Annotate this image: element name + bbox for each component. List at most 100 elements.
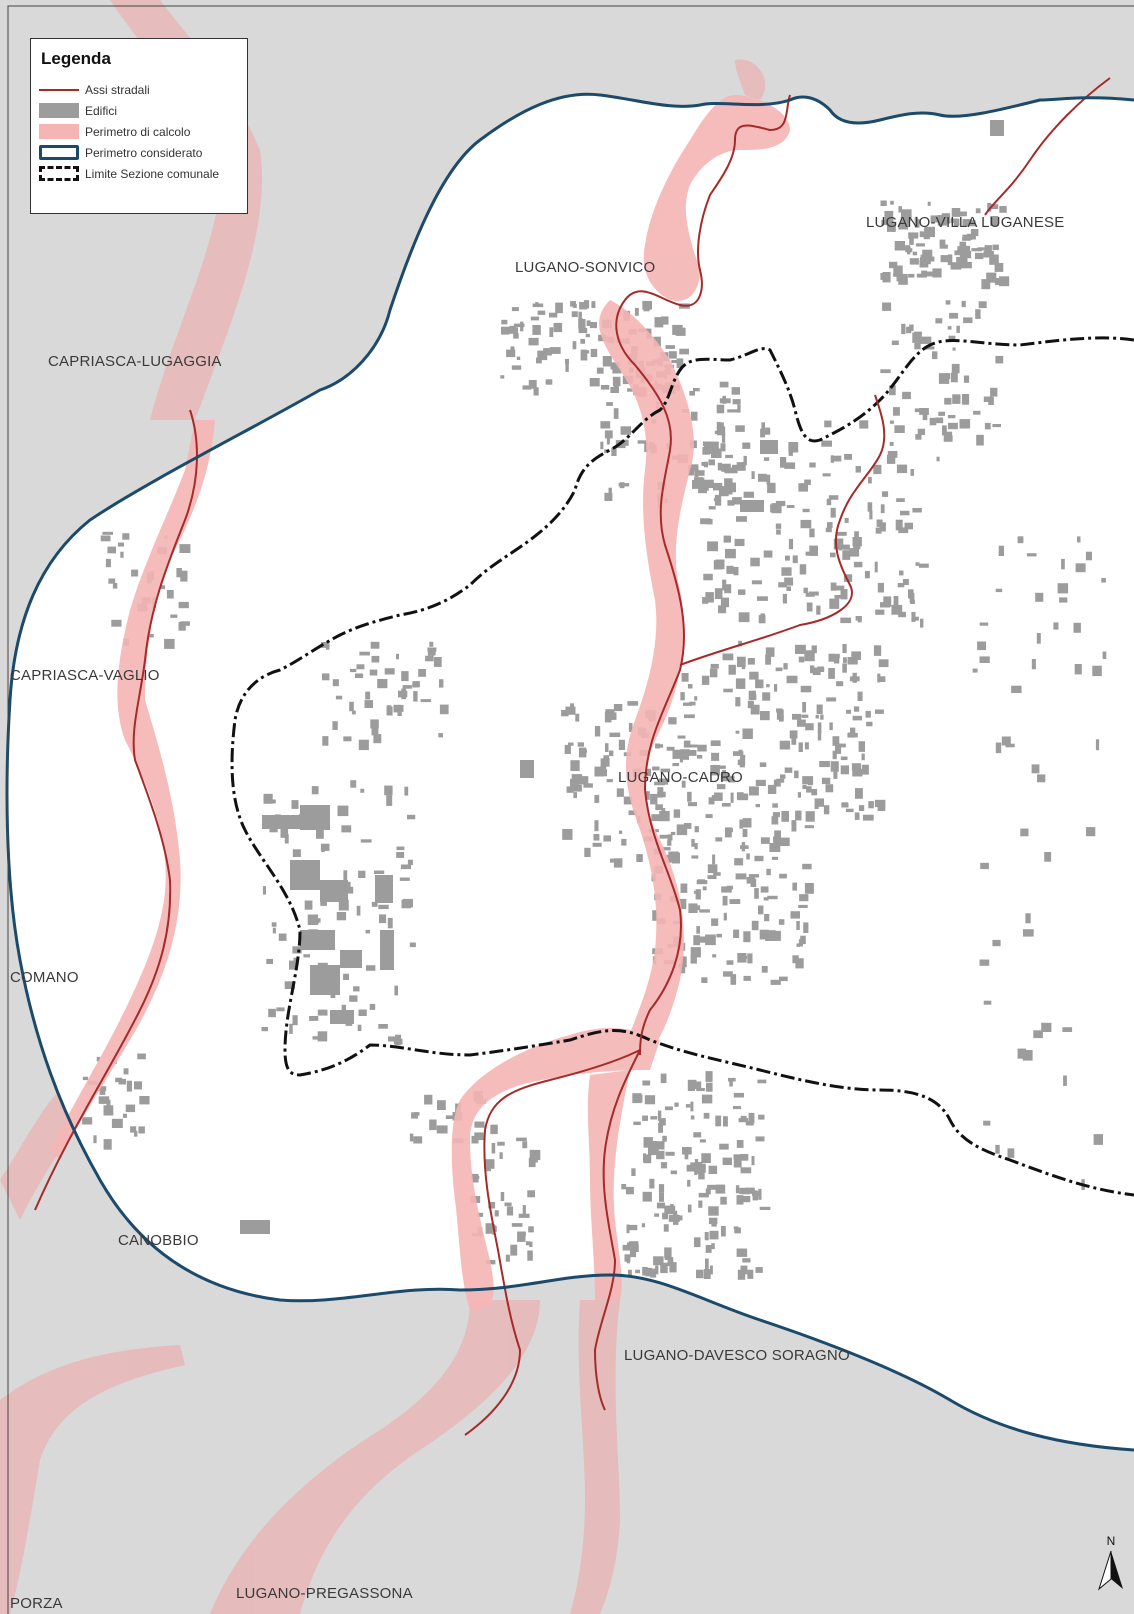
building-footprint (919, 257, 929, 262)
building-footprint (527, 1190, 535, 1198)
building-footprint (770, 979, 781, 985)
building-footprint (533, 387, 539, 396)
building-footprint (365, 691, 371, 700)
building-footprint (747, 953, 753, 964)
building-footprint (805, 551, 816, 556)
building-footprint (880, 504, 885, 514)
building-footprint (722, 653, 734, 661)
building-footprint (409, 1133, 414, 1142)
building-footprint (491, 1143, 496, 1154)
building-footprint (603, 758, 610, 767)
building-footprint (628, 1241, 639, 1249)
building-footprint (897, 583, 905, 588)
building-footprint (711, 918, 719, 926)
building-footprint (808, 777, 813, 786)
building-footprint (916, 273, 927, 278)
building-footprint (164, 638, 175, 649)
building-footprint (401, 899, 411, 909)
place-label-comano: COMANO (10, 969, 79, 986)
building-footprint (679, 963, 686, 974)
building-footprint (809, 462, 816, 468)
building-footprint (737, 404, 741, 413)
building-footprint (955, 211, 967, 217)
building-footprint (388, 1036, 399, 1042)
building-footprint (977, 641, 987, 651)
building-footprint (830, 761, 839, 772)
building-footprint (868, 476, 872, 484)
building-footprint (643, 1137, 653, 1148)
building-footprint (802, 776, 814, 785)
building-footprint (919, 408, 929, 415)
building-footprint (711, 448, 722, 458)
building-footprint (815, 714, 819, 719)
building-footprint (881, 219, 891, 226)
building-footprint (578, 311, 582, 320)
building-footprint (240, 1220, 270, 1234)
building-footprint (767, 895, 778, 900)
building-footprint (732, 497, 742, 505)
building-footprint (98, 1096, 110, 1104)
building-footprint (716, 933, 722, 938)
building-footprint (349, 995, 358, 1002)
building-footprint (596, 367, 604, 374)
building-footprint (832, 736, 840, 746)
building-footprint (857, 691, 863, 701)
building-footprint (667, 1257, 674, 1267)
building-footprint (767, 482, 776, 493)
building-footprint (805, 811, 815, 822)
building-footprint (922, 413, 928, 421)
building-footprint (746, 877, 756, 884)
building-footprint (797, 792, 801, 798)
building-footprint (633, 1121, 641, 1125)
building-footprint (520, 321, 524, 332)
building-footprint (651, 814, 661, 822)
building-footprint (276, 1007, 285, 1012)
building-footprint (710, 740, 721, 746)
building-footprint (757, 596, 768, 601)
building-footprint (972, 668, 978, 673)
building-footprint (600, 421, 611, 429)
building-footprint (747, 1269, 754, 1279)
building-footprint (532, 325, 541, 335)
building-footprint (626, 1224, 630, 1234)
building-footprint (880, 602, 890, 608)
building-footprint (590, 348, 598, 357)
building-footprint (499, 1152, 503, 1159)
place-label-lugano-davesco-soragno: LUGANO-DAVESCO SORAGNO (624, 1347, 850, 1364)
building-footprint (835, 743, 842, 754)
building-footprint (627, 701, 639, 706)
building-footprint (798, 656, 805, 663)
building-footprint (995, 1144, 1000, 1154)
building-footprint (752, 1193, 759, 1201)
building-footprint (893, 596, 899, 607)
building-footprint (951, 363, 960, 374)
building-footprint (687, 791, 692, 802)
building-footprint (889, 261, 898, 269)
building-footprint (851, 763, 861, 772)
building-footprint (707, 1184, 716, 1190)
building-footprint (672, 763, 680, 767)
building-footprint (589, 378, 600, 387)
building-footprint (591, 301, 596, 308)
building-footprint (908, 232, 919, 239)
building-footprint (747, 658, 755, 665)
building-footprint (706, 1082, 713, 1092)
building-footprint (741, 660, 746, 670)
building-footprint (485, 1159, 495, 1169)
building-footprint (604, 711, 612, 723)
building-footprint (894, 241, 906, 251)
building-footprint (755, 1136, 765, 1142)
building-footprint (365, 929, 371, 934)
building-footprint (698, 483, 707, 494)
building-footprint (505, 1254, 510, 1262)
building-footprint (723, 535, 731, 543)
map-legend: Legenda Assi stradali Edifici Perimetro … (30, 38, 248, 214)
building-footprint (579, 302, 588, 310)
building-footprint (600, 385, 610, 390)
building-footprint (343, 870, 348, 882)
building-footprint (300, 930, 335, 950)
building-footprint (853, 561, 863, 568)
building-footprint (740, 845, 749, 849)
building-footprint (864, 571, 870, 579)
